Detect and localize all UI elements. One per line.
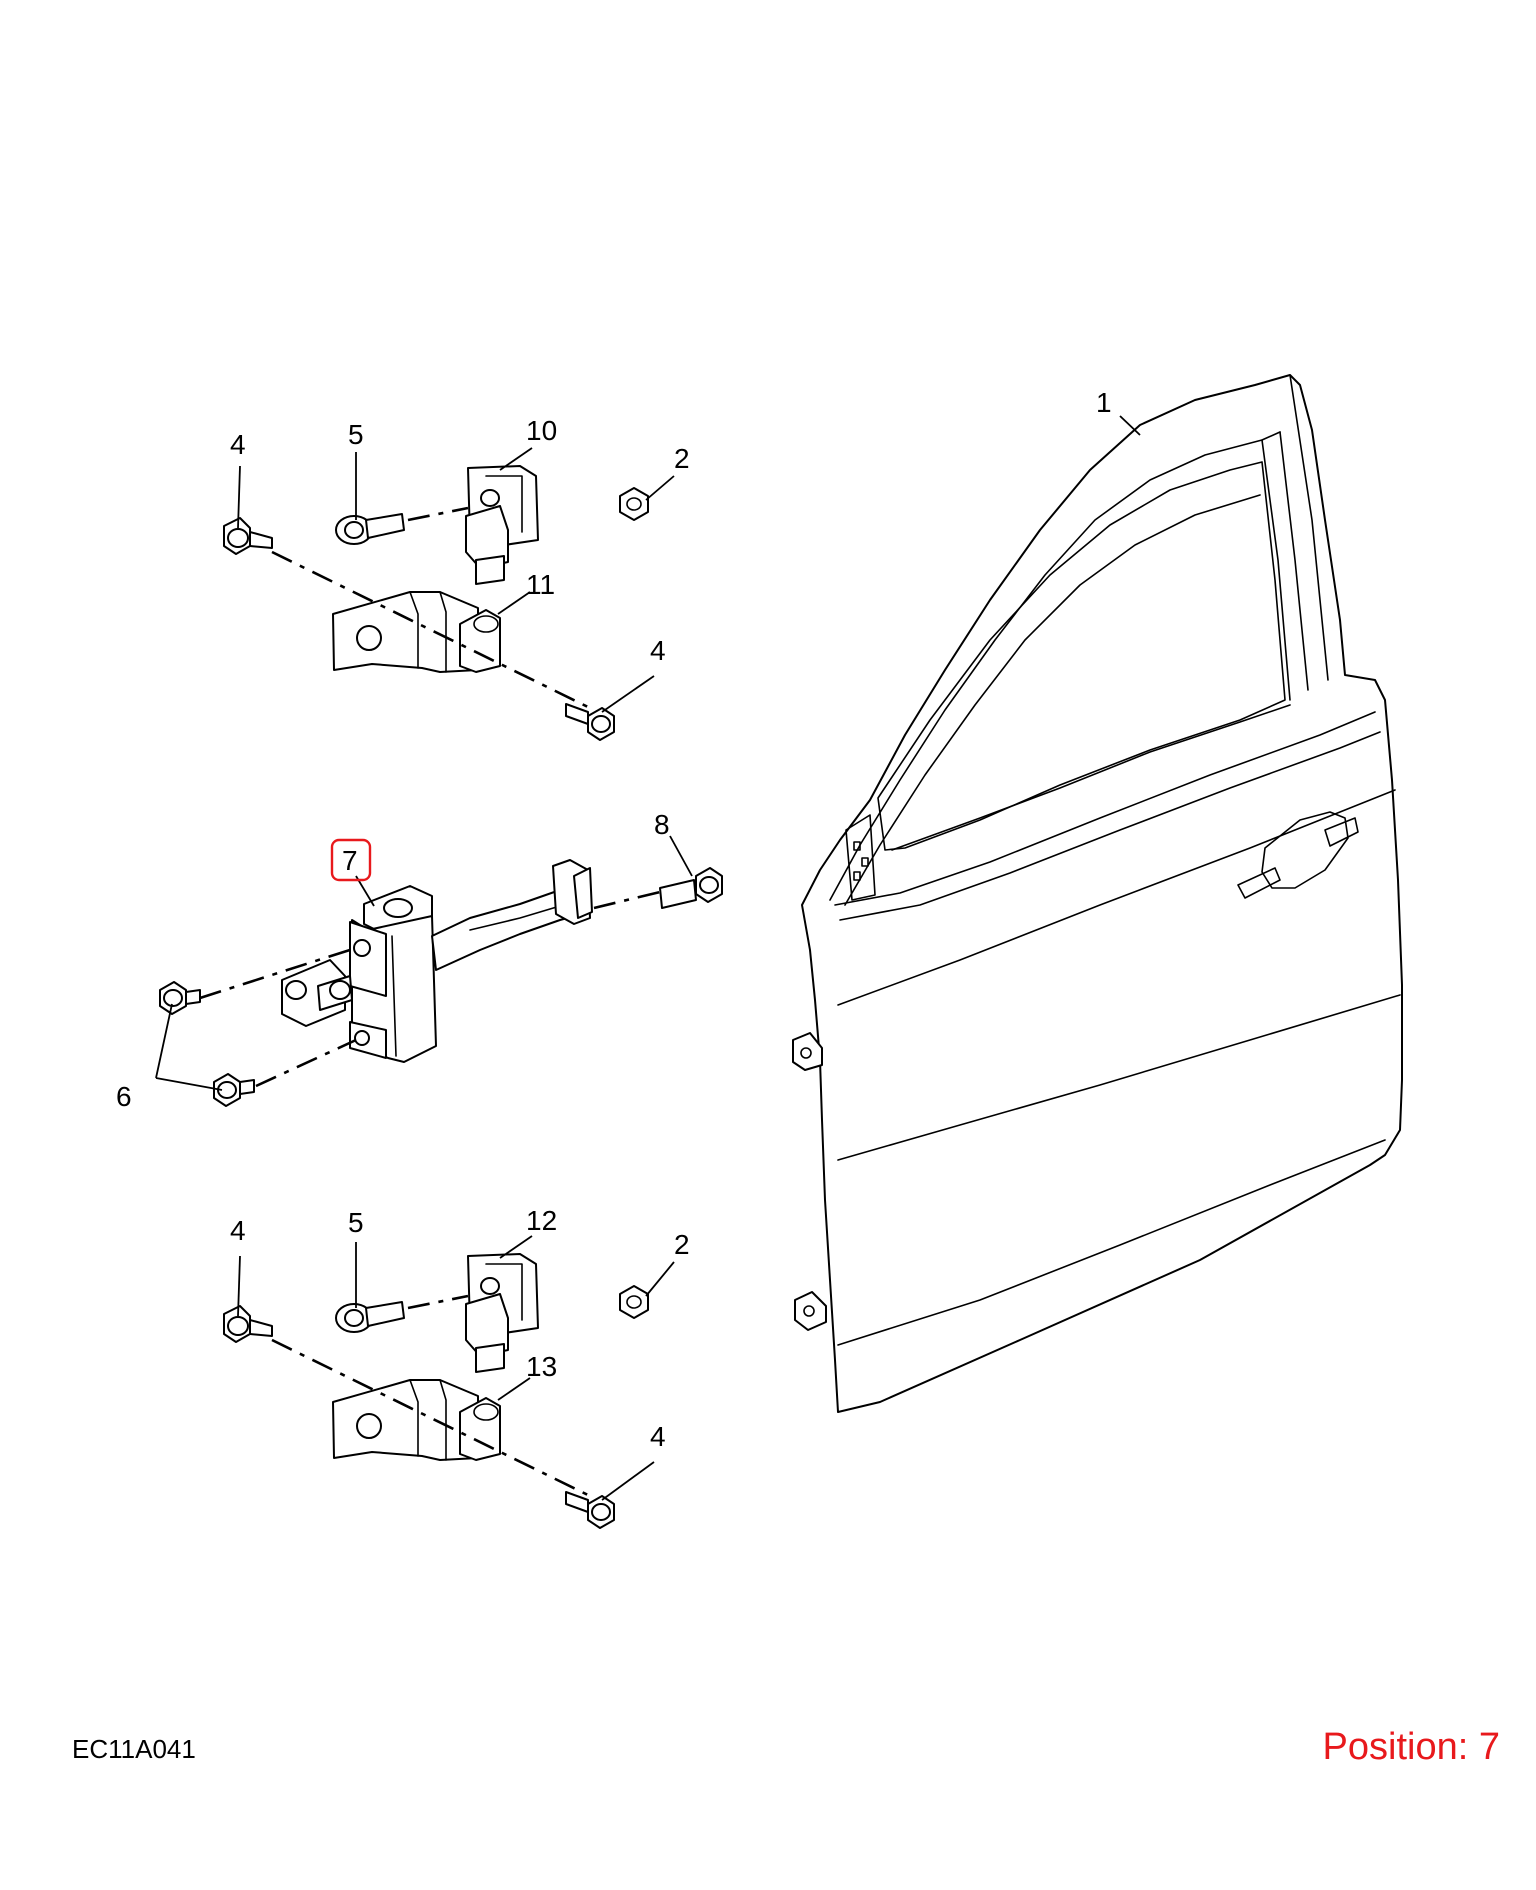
front-door-assembly[interactable] [792, 374, 1403, 1413]
nut-2-upper[interactable] [619, 487, 649, 521]
hinge-body-half-11[interactable] [332, 591, 501, 673]
nut-2-lower[interactable] [619, 1285, 649, 1319]
highlight-box [330, 838, 372, 882]
bolt-4-lower-right[interactable] [565, 1491, 615, 1529]
bolt-4-upper-left[interactable] [223, 517, 273, 555]
callout-11[interactable]: 11 [526, 569, 555, 600]
callout-6[interactable]: 6 [116, 1081, 132, 1112]
callout-7[interactable]: 7 [342, 845, 358, 876]
callout-10[interactable]: 10 [526, 415, 557, 446]
diagram-code: EC11A041 [72, 1734, 196, 1764]
alignment-line [593, 890, 661, 910]
bolt-8[interactable] [659, 867, 723, 909]
callout-4-upper-right[interactable]: 4 [650, 635, 666, 666]
callout-1[interactable]: 1 [1096, 387, 1112, 418]
callout-5-upper[interactable]: 5 [348, 419, 364, 450]
alignment-line [199, 946, 357, 1000]
callout-8[interactable]: 8 [654, 809, 670, 840]
alignment-line [407, 1294, 469, 1310]
bolt-4-lower-left[interactable] [223, 1305, 273, 1343]
callout-5-lower[interactable]: 5 [348, 1207, 364, 1238]
callout-7-highlighted[interactable]: 7 [330, 838, 372, 882]
hinge-door-half-12[interactable] [465, 1253, 539, 1373]
alignment-line [407, 506, 469, 522]
callout-4-upper-left[interactable]: 4 [230, 429, 246, 460]
door-check-7[interactable] [281, 859, 593, 1063]
callout-4-lower-left[interactable]: 4 [230, 1215, 246, 1246]
callout-12[interactable]: 12 [526, 1205, 557, 1236]
alignment-line [255, 1038, 357, 1088]
bolt-5-lower[interactable] [335, 1301, 405, 1333]
hinge-body-half-13[interactable] [332, 1379, 501, 1461]
callout-2-upper[interactable]: 2 [674, 443, 690, 474]
callout-2-lower[interactable]: 2 [674, 1229, 690, 1260]
leader-lines [155, 415, 1141, 1501]
position-label: Position: 7 [1322, 1726, 1500, 1768]
bolt-6-lower[interactable] [213, 1073, 255, 1107]
bolt-4-upper-right[interactable] [565, 703, 615, 741]
callout-13[interactable]: 13 [526, 1351, 557, 1382]
alignment-line [271, 550, 591, 710]
alignment-line [271, 1338, 591, 1498]
callout-4-lower-right[interactable]: 4 [650, 1421, 666, 1452]
bolt-5-upper[interactable] [335, 513, 405, 545]
bolt-6-upper[interactable] [159, 981, 201, 1015]
hinge-door-half-10[interactable] [465, 465, 539, 585]
